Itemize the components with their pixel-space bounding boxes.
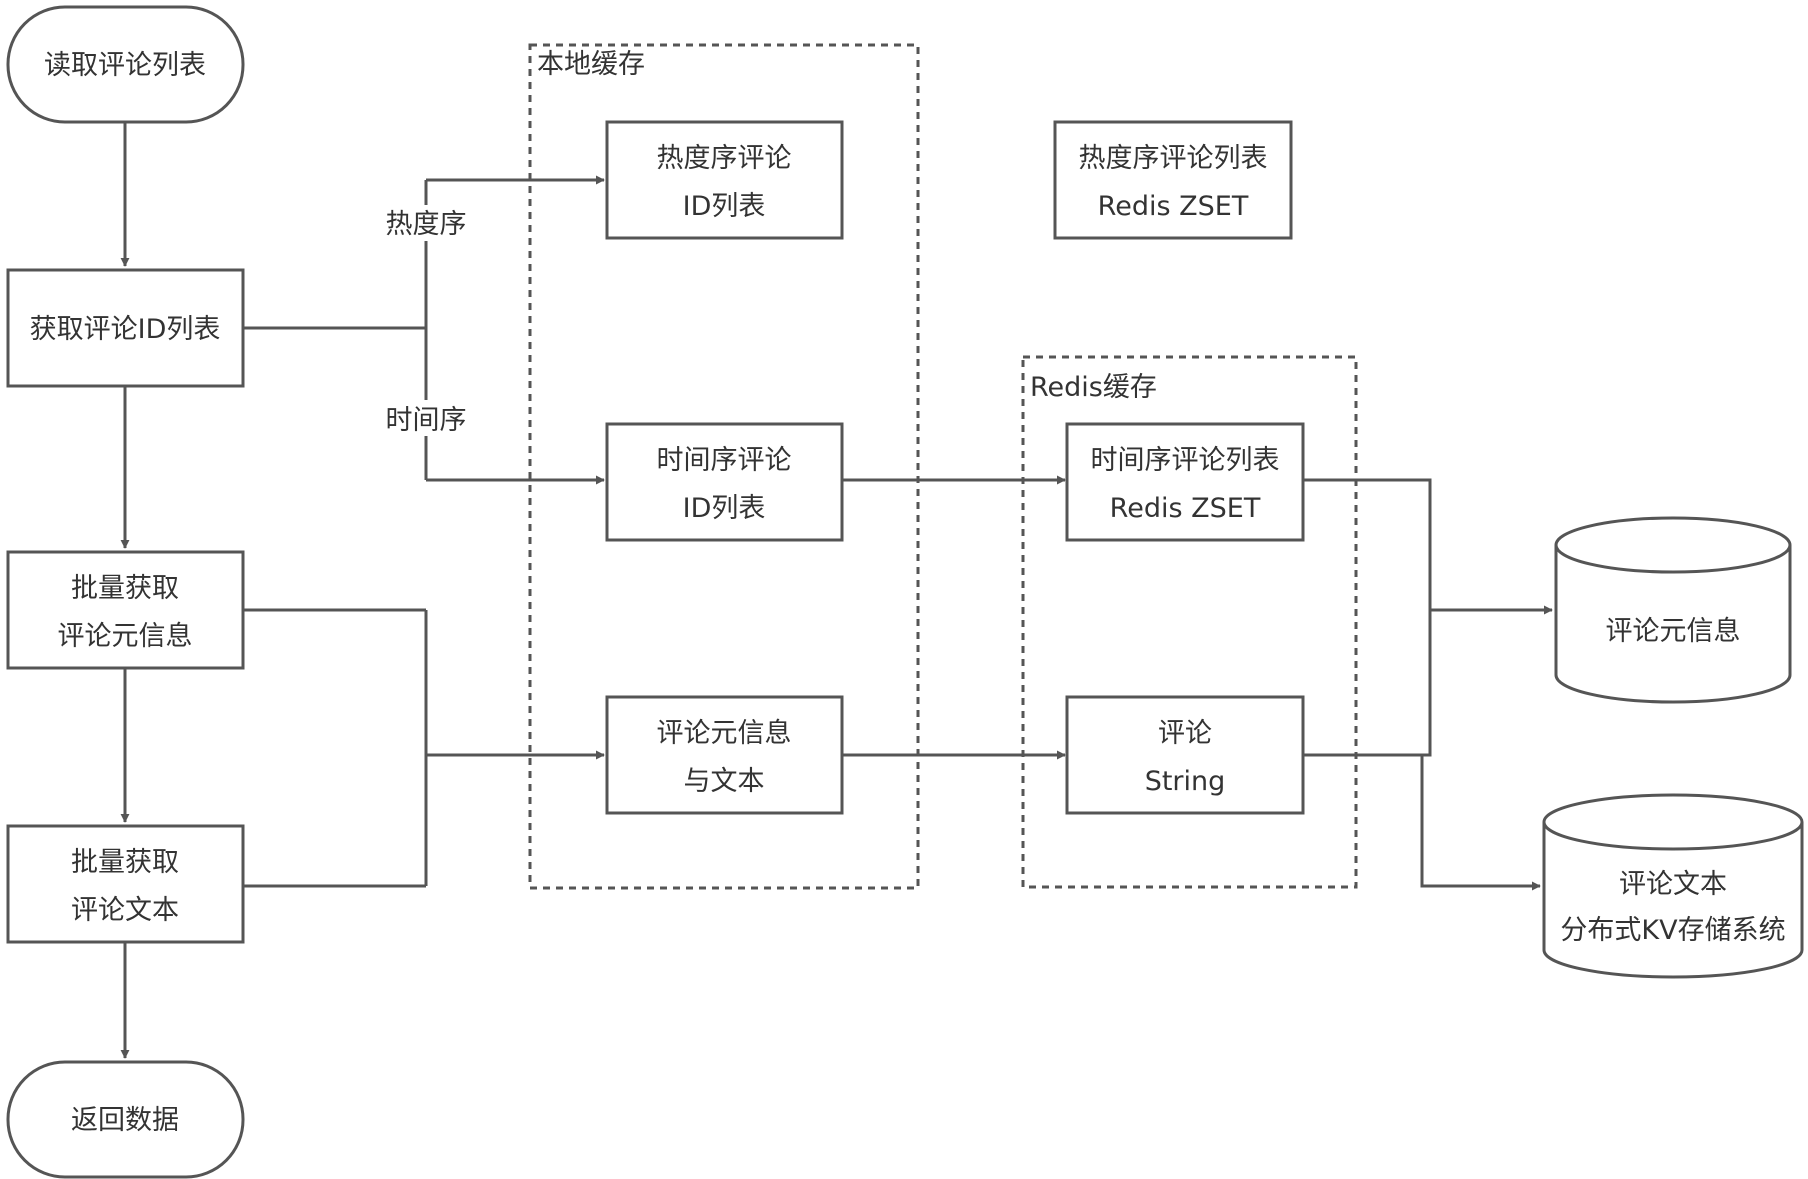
local-time-ids-node: 时间序评论 ID列表 — [605, 422, 844, 542]
batch-meta-node: 批量获取 评论元信息 — [6, 550, 245, 670]
hot-branch-label: 热度序 — [386, 209, 467, 240]
get-ids-node: 获取评论ID列表 — [6, 268, 245, 388]
branch-labels: 热度序 时间序 — [386, 205, 467, 436]
svg-text:评论: 评论 — [1158, 718, 1212, 749]
svg-text:String: String — [1145, 766, 1226, 797]
svg-text:热度序评论: 热度序评论 — [657, 143, 792, 174]
redis-hot-list-node: 热度序评论列表 Redis ZSET — [1053, 120, 1293, 240]
svg-text:批量获取: 批量获取 — [71, 847, 179, 878]
text-db-cylinder: 评论文本 分布式KV存储系统 — [1542, 793, 1804, 979]
svg-text:时间序评论列表: 时间序评论列表 — [1091, 445, 1280, 476]
svg-text:ID列表: ID列表 — [683, 493, 766, 524]
svg-text:批量获取: 批量获取 — [71, 573, 179, 604]
redis-string-node: 评论 String — [1065, 695, 1305, 815]
edge-redis-right-trunk — [1303, 478, 1432, 757]
svg-text:热度序评论列表: 热度序评论列表 — [1079, 143, 1268, 174]
svg-text:评论文本: 评论文本 — [1619, 869, 1727, 900]
batch-text-node: 批量获取 评论文本 — [6, 824, 245, 944]
svg-text:读取评论列表: 读取评论列表 — [44, 50, 206, 81]
time-branch-label: 时间序 — [386, 405, 467, 436]
svg-text:时间序评论: 时间序评论 — [657, 445, 792, 476]
svg-text:评论文本: 评论文本 — [71, 895, 179, 926]
redis-cache-title: Redis缓存 — [1030, 372, 1157, 403]
meta-db-cylinder: 评论元信息 — [1554, 516, 1792, 704]
svg-text:Redis ZSET: Redis ZSET — [1110, 493, 1261, 524]
svg-text:Redis ZSET: Redis ZSET — [1098, 191, 1249, 222]
svg-text:ID列表: ID列表 — [683, 191, 766, 222]
svg-text:获取评论ID列表: 获取评论ID列表 — [30, 314, 221, 345]
local-meta-text-node: 评论元信息 与文本 — [605, 695, 844, 815]
local-cache-group: 本地缓存 — [528, 43, 920, 890]
svg-text:评论元信息: 评论元信息 — [657, 718, 792, 749]
svg-text:评论元信息: 评论元信息 — [1606, 616, 1741, 647]
connectors — [120, 122, 1553, 1059]
end-node: 返回数据 — [6, 1060, 245, 1179]
svg-text:与文本: 与文本 — [684, 766, 765, 797]
edge-to-text-db — [1420, 755, 1541, 891]
svg-text:分布式KV存储系统: 分布式KV存储系统 — [1560, 915, 1785, 946]
local-hot-ids-node: 热度序评论 ID列表 — [605, 120, 844, 240]
svg-text:返回数据: 返回数据 — [71, 1105, 179, 1136]
local-cache-title: 本地缓存 — [537, 49, 645, 80]
redis-time-list-node: 时间序评论列表 Redis ZSET — [1065, 422, 1305, 542]
svg-text:评论元信息: 评论元信息 — [58, 621, 193, 652]
start-node: 读取评论列表 — [6, 5, 245, 124]
redis-cache-group: Redis缓存 — [1021, 355, 1358, 889]
